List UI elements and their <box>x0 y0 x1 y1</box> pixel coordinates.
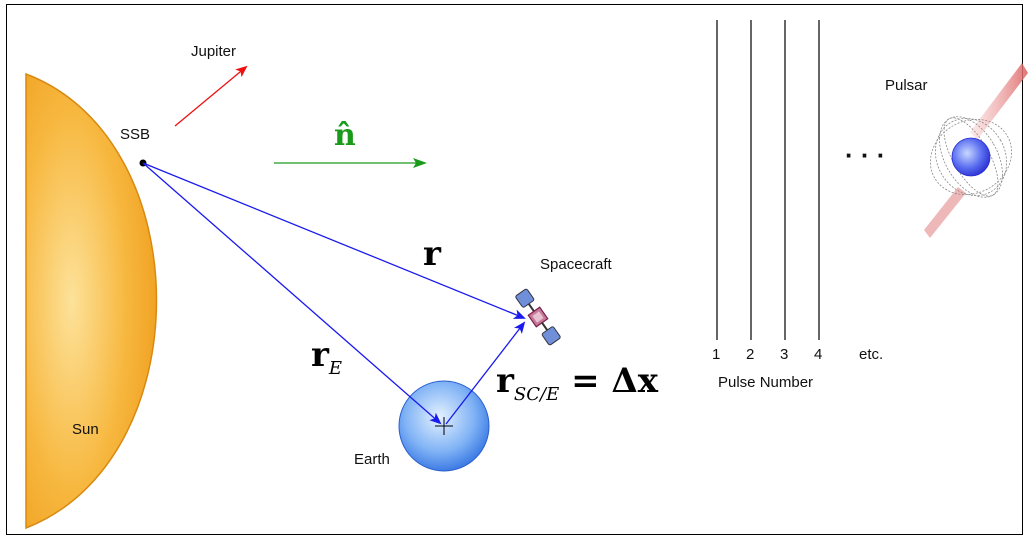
vector-r-earth <box>142 162 442 425</box>
spacecraft-icon <box>515 288 561 346</box>
ssb-label: SSB <box>120 126 151 143</box>
spacecraft-label: Spacecraft <box>540 256 612 273</box>
r-sc-label: rSC/E = Δx <box>496 361 658 405</box>
pulsar-icon <box>924 63 1028 238</box>
sun-shape <box>25 72 158 530</box>
jupiter-label: Jupiter <box>191 43 237 60</box>
r-earth-label: rE <box>311 335 342 379</box>
r-sc-sub: SC/E <box>513 384 560 405</box>
pulse-number-title: Pulse Number <box>718 374 814 391</box>
vector-r <box>142 162 526 319</box>
r-sc-main: r <box>496 361 514 401</box>
r-sc-eq: = Δx <box>559 361 659 401</box>
pulsar-label: Pulsar <box>885 77 928 94</box>
pulse-number-2: 2 <box>746 346 755 363</box>
pulse-number-4: 4 <box>814 346 823 363</box>
pulse-lines <box>716 20 820 340</box>
pulse-etc-label: etc. <box>859 346 884 363</box>
earth-label: Earth <box>354 451 390 468</box>
pulse-number-1: 1 <box>712 346 721 363</box>
crosshair-icon <box>435 417 453 435</box>
vector-r-sc-e <box>445 321 526 425</box>
r-earth-main: r <box>311 335 329 375</box>
n-hat-label: n̂ <box>334 118 356 153</box>
frame-border <box>6 4 1023 535</box>
ellipsis-label: · · · <box>845 140 886 170</box>
pulse-number-3: 3 <box>780 346 789 363</box>
jupiter-arrow <box>174 65 248 127</box>
r-label: r <box>423 234 441 274</box>
sun-label: Sun <box>72 421 99 438</box>
r-earth-sub: E <box>328 358 343 379</box>
